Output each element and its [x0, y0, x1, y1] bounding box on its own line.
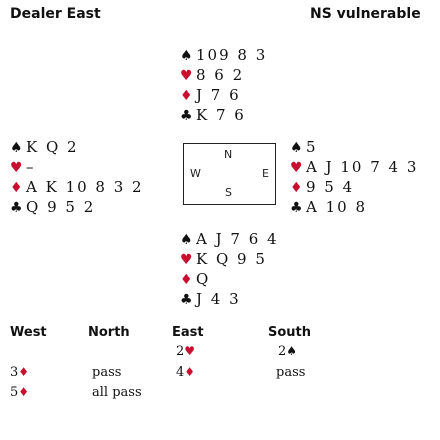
west-diamonds: ♦A K 10 8 3 2	[10, 178, 144, 196]
west-hand: ♠K Q 2 ♥– ♦A K 10 8 3 2 ♣Q 9 5 2	[10, 137, 144, 217]
spade-icon: ♠	[180, 48, 193, 64]
south-spades: ♠A J 7 6 4	[180, 230, 279, 248]
north-clubs: ♣K 7 6	[180, 106, 246, 124]
spade-icon: ♠	[180, 232, 193, 248]
compass-east: E	[262, 167, 269, 180]
bid-west-2: 3♦	[10, 365, 30, 380]
heart-icon: ♥	[290, 160, 303, 176]
diamond-icon: ♦	[290, 180, 303, 196]
bid-south-2: pass	[276, 365, 306, 380]
bid-east-2: 4♦	[176, 365, 196, 380]
diamond-icon: ♦	[18, 365, 30, 379]
club-icon: ♣	[290, 200, 303, 216]
diamond-icon: ♦	[184, 365, 196, 379]
spade-icon: ♠	[10, 140, 23, 156]
east-clubs: ♣A 10 8	[290, 198, 367, 216]
south-clubs: ♣J 4 3	[180, 290, 241, 308]
bid-north-2: pass	[92, 365, 122, 380]
spade-icon: ♠	[286, 344, 298, 358]
bid-south-1: 2♠	[278, 344, 298, 359]
dealer-label: Dealer East	[10, 6, 101, 22]
bid-west-3: 5♦	[10, 385, 30, 400]
auction-header-north: North	[88, 325, 130, 340]
heart-icon: ♥	[180, 252, 193, 268]
club-icon: ♣	[180, 108, 193, 124]
diamond-icon: ♦	[180, 88, 193, 104]
west-clubs: ♣Q 9 5 2	[10, 198, 96, 216]
east-diamonds: ♦9 5 4	[290, 178, 355, 196]
bid-east-1: 2♥	[176, 344, 196, 359]
compass-south: S	[225, 186, 232, 199]
auction-header-west: West	[10, 325, 47, 340]
heart-icon: ♥	[184, 344, 196, 358]
east-hand: ♠5 ♥A J 10 7 4 3 ♦9 5 4 ♣A 10 8	[290, 137, 418, 217]
east-hearts: ♥A J 10 7 4 3	[290, 158, 419, 176]
club-icon: ♣	[180, 292, 193, 308]
compass-west: W	[190, 167, 201, 180]
east-spades: ♠5	[290, 138, 318, 156]
north-diamonds: ♦J 7 6	[180, 86, 241, 104]
heart-icon: ♥	[180, 68, 193, 84]
south-hearts: ♥K Q 9 5	[180, 250, 267, 268]
bid-north-3: all pass	[92, 385, 142, 400]
club-icon: ♣	[10, 200, 23, 216]
vulnerability-label: NS vulnerable	[310, 6, 421, 22]
diamond-icon: ♦	[10, 180, 23, 196]
auction-header-south: South	[268, 325, 312, 340]
west-spades: ♠K Q 2	[10, 138, 79, 156]
north-spades: ♠109 8 3	[180, 46, 268, 64]
compass-box: N W E S	[183, 143, 276, 205]
compass-north: N	[224, 148, 233, 161]
north-hearts: ♥8 6 2	[180, 66, 245, 84]
spade-icon: ♠	[290, 140, 303, 156]
auction-header-east: East	[172, 325, 204, 340]
west-hearts: ♥–	[10, 158, 36, 176]
heart-icon: ♥	[10, 160, 23, 176]
north-hand: ♠109 8 3 ♥8 6 2 ♦J 7 6 ♣K 7 6	[180, 45, 267, 125]
south-diamonds: ♦Q	[180, 270, 211, 288]
diamond-icon: ♦	[180, 272, 193, 288]
south-hand: ♠A J 7 6 4 ♥K Q 9 5 ♦Q ♣J 4 3	[180, 229, 279, 309]
diamond-icon: ♦	[18, 385, 30, 399]
